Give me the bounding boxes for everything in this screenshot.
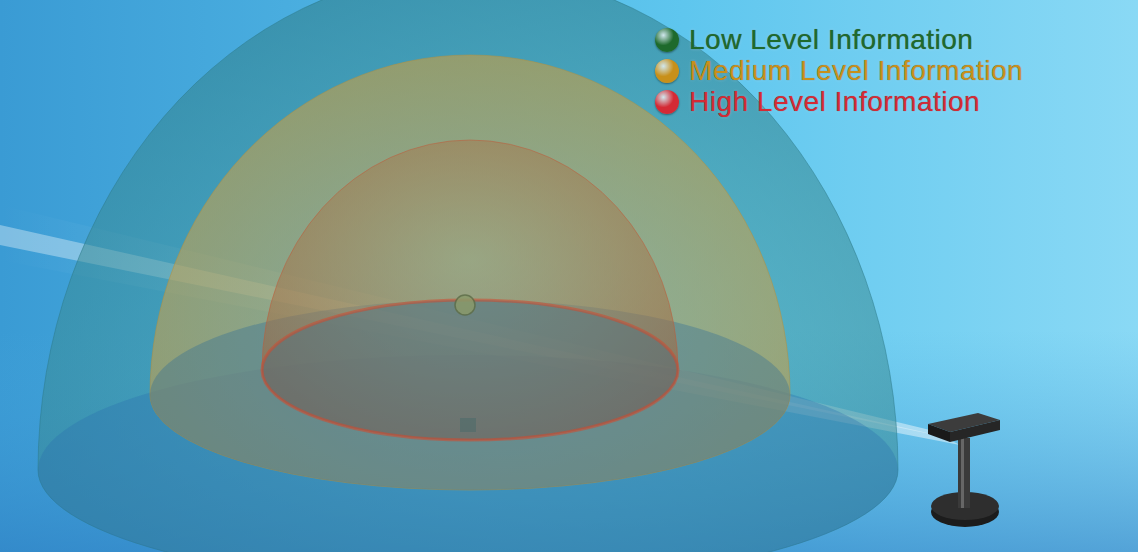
legend-item: High Level Information [655,86,1023,117]
legend-label: High Level Information [689,86,980,117]
legend-label: Medium Level Information [689,55,1023,86]
medium-level-zone-base [150,300,790,490]
legend-swatch [655,28,679,52]
target-object [455,295,475,315]
target-shadow [460,418,476,432]
high-level-zone [262,140,678,440]
medium-level-zone [150,55,790,490]
high-level-zone-base [262,300,678,440]
legend-label: Low Level Information [689,24,973,55]
legend-item: Medium Level Information [655,55,1023,86]
sensor [928,413,1000,527]
legend-swatch [655,59,679,83]
legend: Low Level InformationMedium Level Inform… [655,24,1023,117]
legend-item: Low Level Information [655,24,1023,55]
legend-swatch [655,90,679,114]
